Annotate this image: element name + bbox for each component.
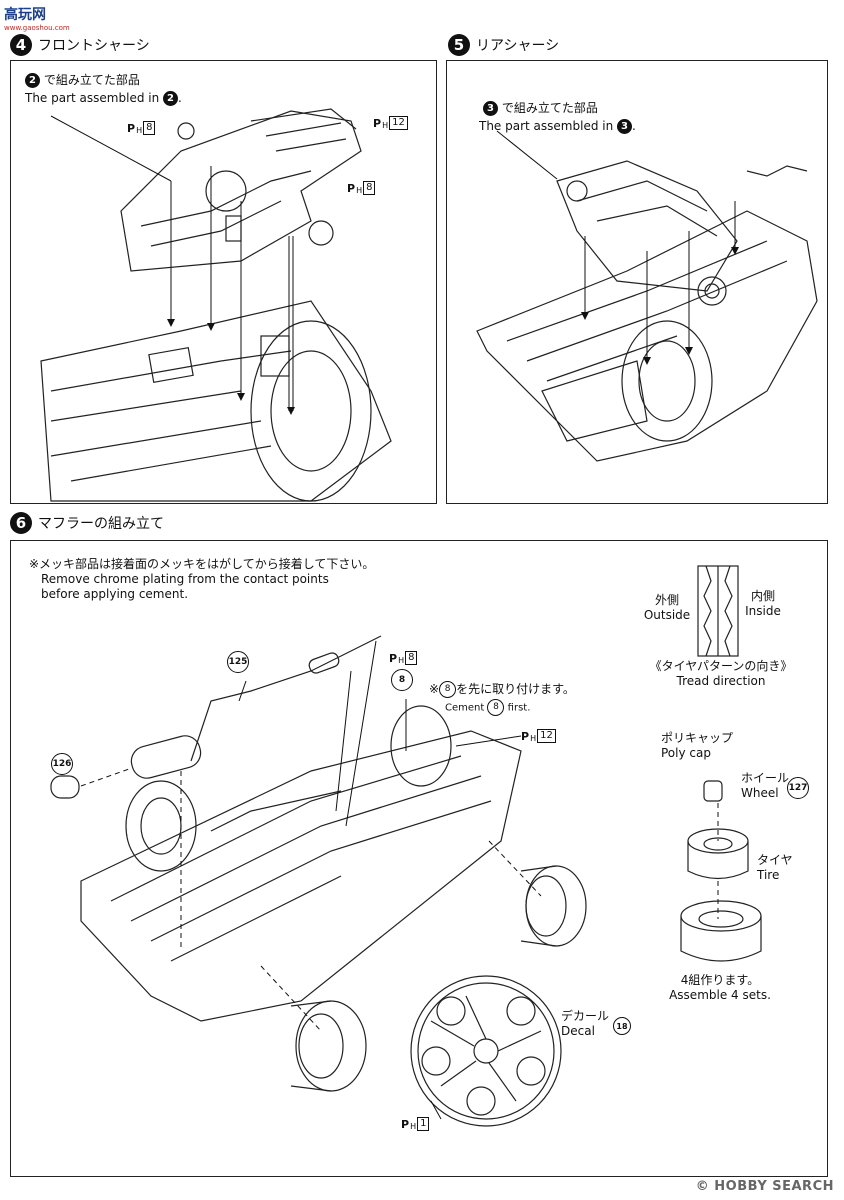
step-4-note-en: The part assembled in 2. [25, 91, 182, 106]
muffler-assembly-drawing [50, 565, 762, 1127]
rear-chassis-drawing [476, 130, 818, 462]
outside-label: 外側 Outside [643, 593, 691, 622]
assemble-sets-label: 4組作ります。 Assemble 4 sets. [669, 973, 771, 1002]
part-8: 8 [391, 669, 413, 691]
step-5-header: 5 リアシャーシ [448, 34, 559, 56]
logo-main: 高玩网 [4, 7, 46, 23]
chrome-note-jp: ※メッキ部品は接着面のメッキをはがしてから接着して下さい。 [29, 557, 375, 571]
decal-label: デカール Decal [561, 1009, 610, 1038]
step-5-title: リアシャーシ [476, 38, 560, 54]
part-126: 126 [51, 753, 73, 775]
step-6-title: マフラーの組み立て [38, 516, 164, 532]
part-18: 18 [613, 1017, 631, 1035]
step-4-title: フロントシャーシ [38, 38, 150, 54]
step-4-header: 4 フロントシャーシ [10, 34, 150, 56]
hobby-search-watermark: © HOBBY SEARCH [695, 1179, 834, 1194]
step-5-panel: 3 で組み立てた部品 The part assembled in 3. [446, 60, 828, 504]
site-logo: 高玩网 www.gaoshou.com [4, 4, 70, 32]
step-6-header: 6 マフラーの組み立て [10, 512, 164, 534]
step-6-number: 6 [10, 512, 32, 534]
chrome-note-en-2: before applying cement. [41, 587, 189, 601]
step-4-note-jp: 2 で組み立てた部品 [25, 73, 140, 88]
chrome-note-en-1: Remove chrome plating from the contact p… [41, 572, 329, 586]
tread-direction-label: 《タイヤパターンの向き》 Tread direction [649, 659, 793, 688]
part-127: 127 [787, 777, 809, 799]
cement-first-note-en: Cement 8 first. [445, 699, 530, 716]
step-5-note-jp: 3 で組み立てた部品 [483, 101, 598, 116]
ref-circle-2: 2 [25, 73, 40, 88]
step-6-panel: ※メッキ部品は接着面のメッキをはがしてから接着して下さい。 Remove chr… [10, 540, 828, 1177]
ref-circle-3b: 3 [617, 119, 633, 134]
tire-label: タイヤ Tire [757, 853, 793, 882]
front-chassis-drawing [40, 108, 392, 502]
ref-circle-2b: 2 [163, 91, 179, 106]
step-5-number: 5 [448, 34, 470, 56]
inside-label: 内側 Inside [745, 589, 781, 618]
ref-circle-3: 3 [483, 101, 498, 116]
wheel-label: ホイール Wheel [741, 771, 790, 800]
poly-cap-label: ポリキャップ Poly cap [661, 731, 734, 760]
logo-url: www.gaoshou.com [4, 24, 70, 32]
step-4-number: 4 [10, 34, 32, 56]
part-125: 125 [227, 651, 249, 673]
step-5-note-en: The part assembled in 3. [479, 119, 636, 134]
